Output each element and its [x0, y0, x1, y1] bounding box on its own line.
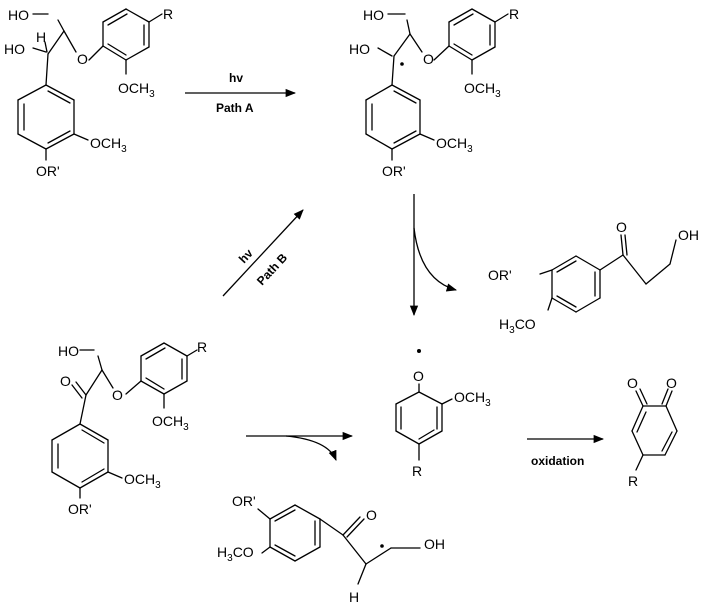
label-oh: OH: [678, 227, 699, 243]
label-or-prime: OR': [36, 163, 60, 179]
label-subscript: 3: [495, 89, 501, 100]
label-h: H: [217, 544, 227, 560]
molecule-lignin-ketone-bonds: [51, 342, 198, 499]
label-methoxy: OCH3: [436, 135, 473, 155]
label-ho: HO: [58, 343, 79, 359]
condition-hv: hv: [229, 71, 243, 85]
path-a-arrow: hv Path A: [185, 71, 297, 115]
label-methoxy: OCH3: [118, 80, 155, 100]
label-o: O: [60, 373, 71, 389]
radical-dot: [417, 349, 421, 353]
label-methoxy: OCH3: [90, 135, 127, 155]
condition-path-a: Path A: [216, 101, 254, 115]
label-subscript: 3: [467, 144, 473, 155]
label-co: CO: [515, 316, 536, 332]
label-ho: HO: [363, 7, 384, 23]
label-o: O: [112, 387, 123, 403]
label-och: OCH: [124, 471, 155, 487]
label-methoxy: OCH3: [464, 80, 501, 100]
side-product-curved-arrow: [413, 227, 458, 292]
molecule-ketyl-radical-bonds: [257, 504, 421, 585]
molecule-lignin-alcohol-bonds: [17, 8, 163, 161]
molecule-ortho-quinone-bonds: [631, 388, 678, 471]
label-och: OCH: [118, 80, 149, 96]
ketone-cleavage-arrow: [246, 431, 354, 461]
label-subscript: 3: [509, 325, 515, 336]
molecule-ortho-quinone: O O R: [627, 375, 678, 489]
label-h: H: [349, 589, 359, 605]
label-ho: HO: [349, 41, 370, 57]
molecule-lignin-alcohol: HO HO H O R OCH3 OCH3 OR': [4, 6, 173, 179]
label-subscript: 3: [183, 422, 189, 433]
label-och: OCH: [464, 80, 495, 96]
radical-dot: [400, 62, 404, 66]
molecule-phenoxy-radical: O OCH3 R: [395, 349, 491, 479]
path-b-arrow: hv Path B: [222, 209, 304, 297]
label-o: O: [666, 375, 677, 391]
label-o: O: [616, 219, 627, 235]
label-methoxy: OCH3: [124, 471, 161, 491]
label-och: OCH: [454, 389, 485, 405]
label-methoxy-h3co: H3CO: [499, 316, 536, 336]
label-methoxy: OCH3: [454, 389, 491, 409]
label-o: O: [366, 507, 377, 523]
label-r: R: [509, 6, 519, 22]
label-subscript: 3: [121, 144, 127, 155]
label-h: H: [36, 29, 46, 45]
radical-dot: [380, 544, 384, 548]
label-o: O: [77, 51, 88, 67]
label-och: OCH: [152, 413, 183, 429]
label-o: O: [627, 375, 638, 391]
label-ho: HO: [4, 41, 25, 57]
label-subscript: 3: [149, 89, 155, 100]
label-or-prime: OR': [232, 493, 256, 509]
label-o: O: [423, 51, 434, 67]
molecule-ketyl-radical: O OH H OR' H3CO: [217, 493, 445, 605]
label-r: R: [412, 463, 422, 479]
label-subscript: 3: [227, 553, 233, 564]
label-oh: OH: [424, 536, 445, 552]
molecule-phenoxy-radical-bonds: [395, 383, 453, 461]
label-methoxy: OCH3: [152, 413, 189, 433]
label-or-prime: OR': [382, 163, 406, 179]
label-ho: HO: [8, 7, 29, 23]
label-och: OCH: [436, 135, 467, 151]
cleavage-arrow: [409, 194, 458, 317]
label-r: R: [163, 6, 173, 22]
molecule-benzylic-radical: HO HO O R OCH3 OCH3 OR': [349, 6, 519, 179]
molecule-hydroxypropiophenone-bonds: [539, 234, 677, 313]
label-subscript: 3: [485, 398, 491, 409]
label-r: R: [628, 473, 638, 489]
condition-oxidation: oxidation: [531, 454, 584, 468]
label-co: CO: [233, 544, 254, 560]
label-or-prime: OR': [488, 267, 512, 283]
reaction-arrow: [222, 209, 304, 297]
label-o: O: [413, 368, 424, 384]
molecule-hydroxypropiophenone: O OH OR' H3CO: [488, 219, 699, 336]
side-product-curved-arrow: [285, 435, 337, 461]
label-och: OCH: [90, 135, 121, 151]
label-subscript: 3: [155, 480, 161, 491]
label-r: R: [197, 339, 207, 355]
molecule-benzylic-radical-bonds: [365, 8, 509, 161]
label-h: H: [499, 316, 509, 332]
label-methoxy-h3co: H3CO: [217, 544, 254, 564]
oxidation-arrow: oxidation: [527, 434, 605, 468]
label-or-prime: OR': [68, 501, 92, 517]
molecule-lignin-ketone: HO O O R OCH3 OCH3 OR': [51, 339, 207, 517]
